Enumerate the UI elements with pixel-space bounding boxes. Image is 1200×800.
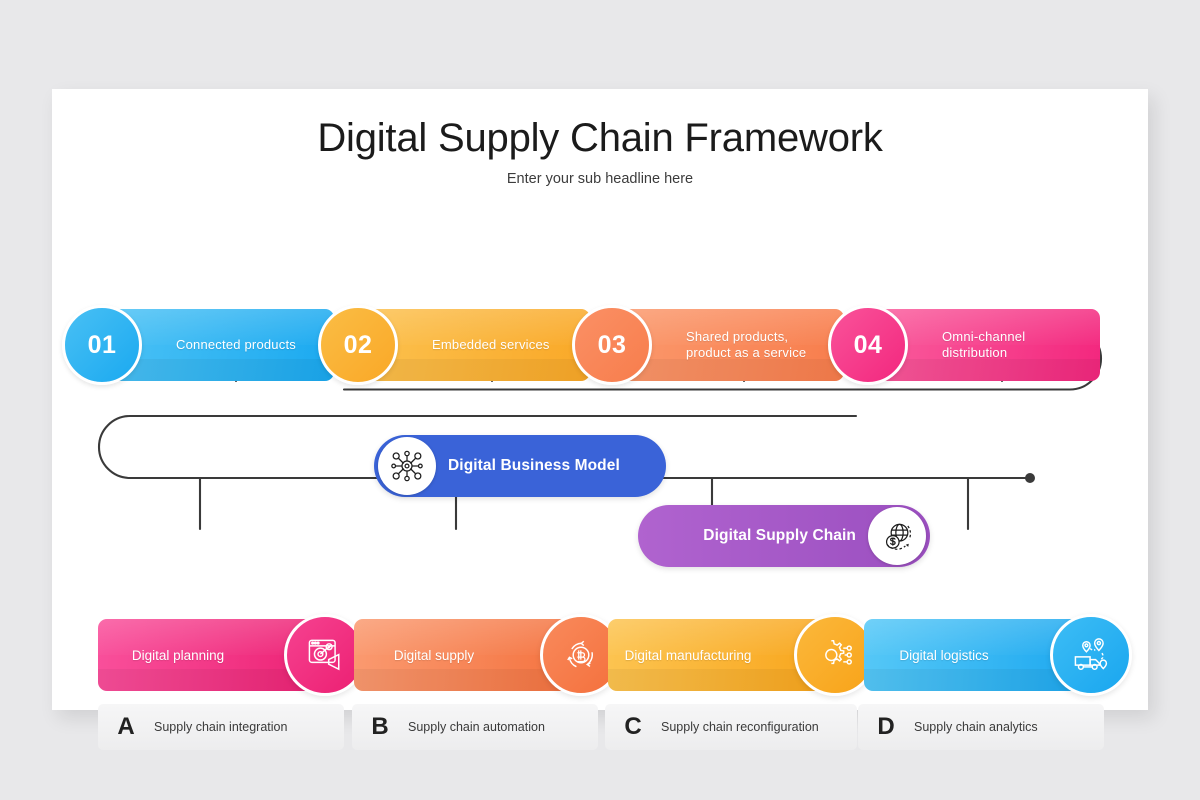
page-title: Digital Supply Chain Framework [317, 116, 883, 160]
legend-text: Supply chain reconfiguration [661, 720, 819, 734]
bottom-card-digital-planning[interactable]: Digital planning [98, 614, 366, 696]
top-card-label: Embedded services [432, 336, 550, 352]
top-card-01[interactable]: Connected products 01 [62, 305, 334, 385]
bottom-card-digital-manufacturing[interactable]: Digital manufacturing [608, 614, 876, 696]
globe-dollar-icon [868, 507, 926, 565]
legend-letter: D [877, 713, 895, 740]
top-card-number: 01 [62, 305, 142, 385]
legend-item-b[interactable]: B Supply chain automation [352, 704, 598, 750]
truck-route-icon [1050, 614, 1132, 696]
pill-digital-business-model[interactable]: Digital Business Model [374, 435, 666, 497]
bottom-card-label: Digital manufacturing [624, 647, 752, 663]
pill-digital-supply-chain[interactable]: Digital Supply Chain [638, 505, 930, 567]
top-card-label: Omni-channel distribution [942, 328, 1026, 360]
page-subtitle: Enter your sub headline here [506, 171, 694, 187]
legend-item-a[interactable]: A Supply chain integration [98, 704, 344, 750]
top-card-04[interactable]: Omni-channel distribution 04 [828, 305, 1100, 385]
bottom-card-label: Digital supply [393, 647, 475, 663]
bottom-card-label: Digital planning [131, 647, 225, 663]
legend-item-d[interactable]: D Supply chain analytics [858, 704, 1104, 750]
top-card-label: Shared products, product as a service [686, 328, 807, 360]
legend-letter: C [624, 713, 642, 740]
bottom-card-label: Digital logistics [899, 647, 989, 663]
top-card-label: Connected products [176, 336, 296, 352]
top-card-number: 03 [572, 305, 652, 385]
legend-letter: B [371, 713, 389, 740]
bottom-card-digital-logistics[interactable]: Digital logistics [864, 614, 1132, 696]
top-card-number: 02 [318, 305, 398, 385]
pill-label: Digital Business Model [448, 457, 620, 474]
slide: Digital Supply Chain Framework Enter you… [52, 89, 1148, 750]
wire-endpoint-dot-right [1025, 473, 1035, 483]
top-card-number: 04 [828, 305, 908, 385]
top-card-02[interactable]: Embedded services 02 [318, 305, 590, 385]
top-card-03[interactable]: Shared products, product as a service 03 [572, 305, 844, 385]
bottom-card-digital-supply[interactable]: Digital supply [354, 614, 622, 696]
legend-text: Supply chain integration [154, 720, 288, 734]
legend-letter: A [117, 713, 135, 740]
legend-text: Supply chain analytics [914, 720, 1038, 734]
legend-text: Supply chain automation [408, 720, 545, 734]
campaign-target-icon [284, 614, 366, 696]
network-nodes-icon [378, 437, 436, 495]
pill-label: Digital Supply Chain [703, 527, 856, 544]
legend-item-c[interactable]: C Supply chain reconfiguration [605, 704, 857, 750]
